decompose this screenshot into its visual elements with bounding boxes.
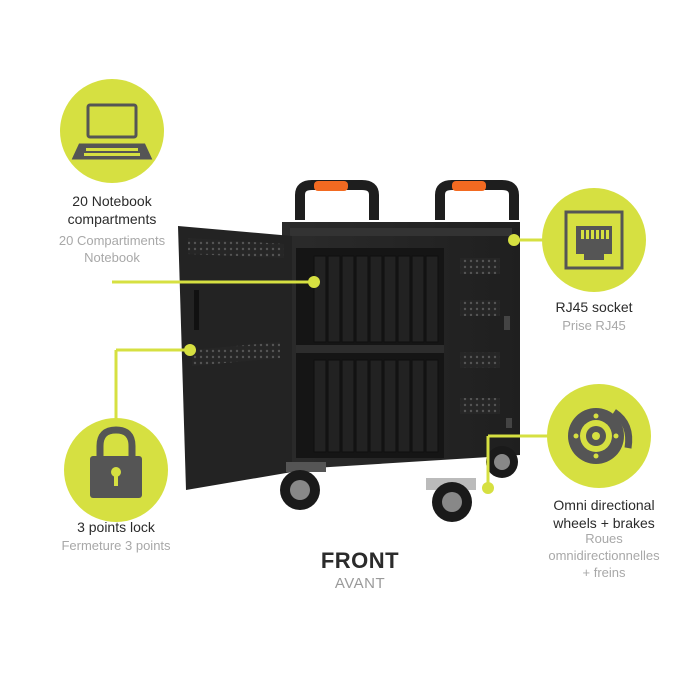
- ethernet-port-icon: [564, 210, 624, 270]
- compartments-label: 20 Notebook compartments: [40, 192, 184, 228]
- wheels-label-fr: Roues omnidirectionnelles + freins: [524, 530, 684, 581]
- compartments-label-fr: 20 Compartiments Notebook: [30, 232, 194, 266]
- view-title: FRONT: [320, 548, 400, 573]
- cart-handles: [295, 180, 519, 220]
- feature-circle-compartments: [60, 79, 164, 183]
- view-subtitle: AVANT: [334, 575, 386, 592]
- cart-wheels: [280, 446, 518, 522]
- compartments-label-line2: compartments: [67, 211, 157, 227]
- handle-grip-right: [452, 181, 486, 191]
- compartments-label-line1: 20 Notebook: [72, 193, 152, 209]
- wheels-label-line2: wheels + brakes: [553, 515, 655, 531]
- rj45-label-fr: Prise RJ45: [562, 318, 626, 333]
- wheels-label-fr-line3: + freins: [582, 565, 626, 580]
- brake-disc-icon: [568, 408, 633, 464]
- compartments-label-fr-line2: Notebook: [84, 250, 140, 265]
- cart-door: [178, 226, 292, 490]
- laptop-icon: [71, 103, 153, 160]
- wheels-label: Omni directional wheels + brakes: [534, 496, 674, 532]
- compartments-label-fr-line1: 20 Compartiments: [58, 233, 166, 248]
- wheels-label-fr-line2: omnidirectionnelles: [548, 548, 660, 563]
- cart-body: [282, 222, 520, 470]
- rj45-label: RJ45 socket: [555, 299, 633, 315]
- wheels-label-fr-line1: Roues: [585, 531, 623, 546]
- handle-grip-left: [314, 181, 348, 191]
- wheels-label-line1: Omni directional: [553, 497, 655, 513]
- connector-dots: [184, 234, 520, 494]
- lock-label-fr: Fermeture 3 points: [61, 538, 171, 553]
- padlock-icon: [90, 426, 142, 498]
- lock-label: 3 points lock: [77, 519, 155, 535]
